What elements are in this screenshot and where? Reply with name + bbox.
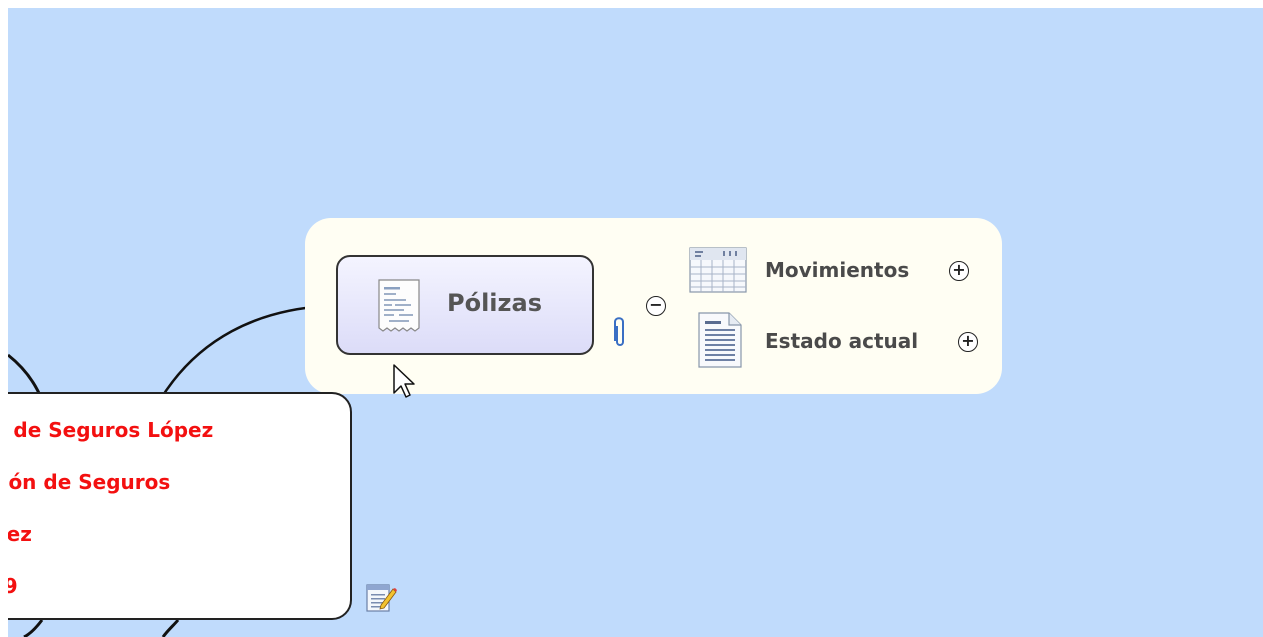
subtopic-estado-actual-label[interactable]: Estado actual <box>765 329 919 353</box>
note-edit-icon[interactable] <box>365 581 397 613</box>
paperclip-icon[interactable] <box>612 316 628 350</box>
expand-button-movimientos[interactable]: + <box>949 261 969 281</box>
report-icon <box>698 312 742 368</box>
central-topic[interactable]: uría de Seguros López nación de Seguros … <box>8 392 352 620</box>
topic-polizas-label: Pólizas <box>447 289 542 317</box>
document-icon <box>378 279 420 332</box>
mindmap-canvas[interactable]: Pólizas − Movimientos + Esta <box>8 8 1263 637</box>
central-topic-line-3: n Diez <box>8 522 32 546</box>
expand-button-estado-actual[interactable]: + <box>958 332 978 352</box>
mouse-pointer-icon <box>393 364 415 398</box>
table-icon <box>689 247 747 293</box>
central-topic-line-4: 2009 <box>8 574 18 598</box>
subtopic-movimientos-label[interactable]: Movimientos <box>765 258 910 282</box>
central-topic-line-1: uría de Seguros López <box>8 418 214 442</box>
collapse-button[interactable]: − <box>646 296 666 316</box>
central-topic-line-2: nación de Seguros <box>8 470 171 494</box>
